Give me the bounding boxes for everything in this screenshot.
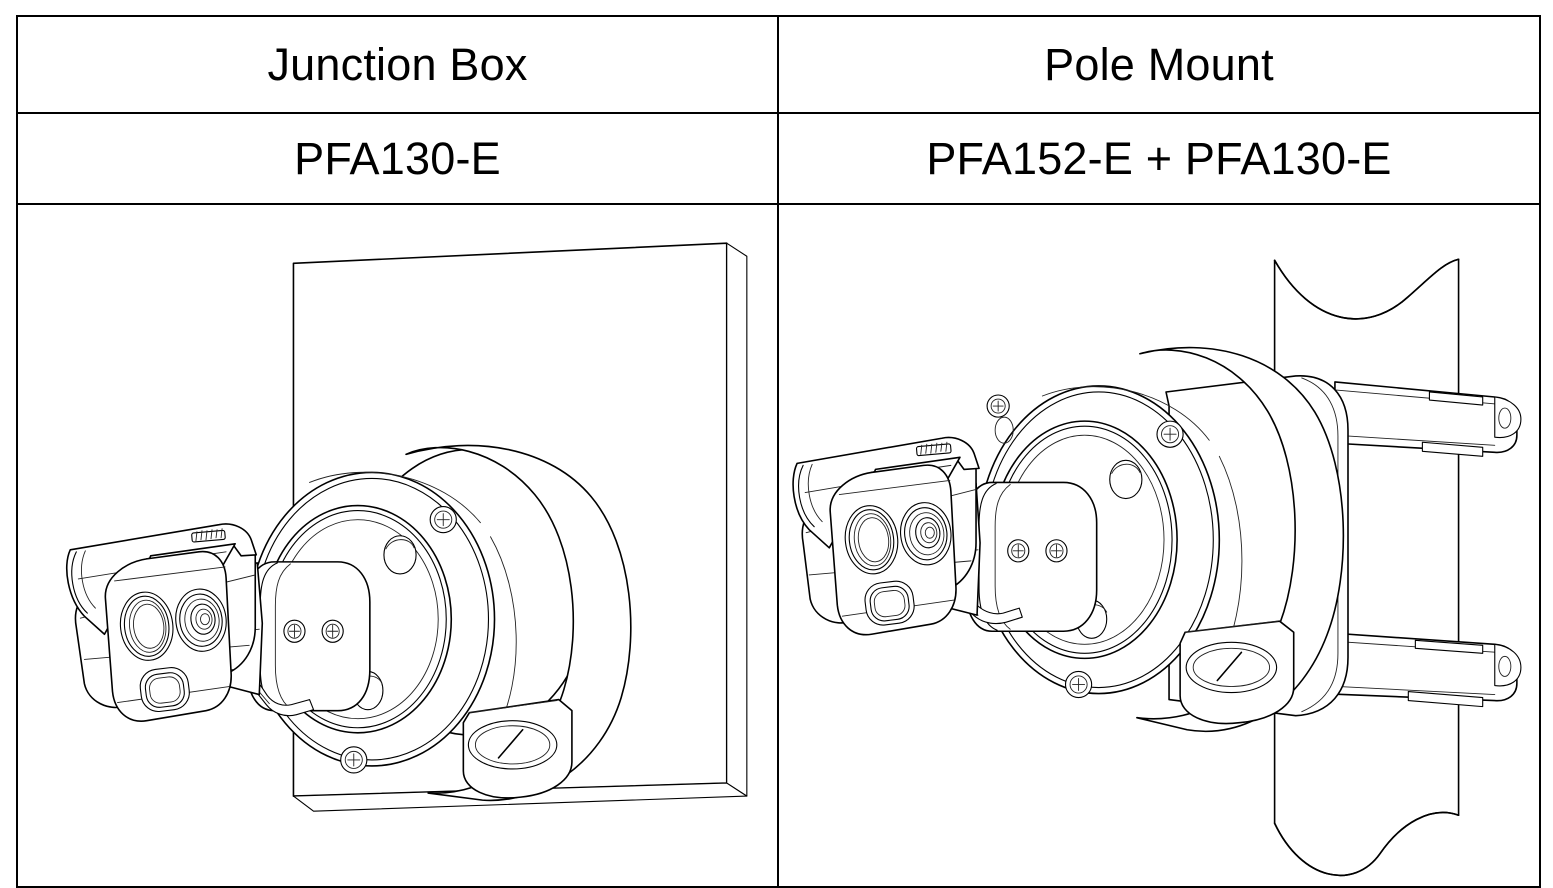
column-header-pole-mount: Pole Mount <box>777 15 1541 114</box>
figure-junction-box <box>18 205 777 886</box>
screw-top <box>430 507 456 533</box>
mounting-bracket <box>247 562 370 716</box>
mounting-accessories-table: Junction Box Pole Mount PFA130-E PFA152-… <box>16 15 1541 888</box>
column-header-junction-box: Junction Box <box>16 15 779 114</box>
screw-bottom <box>341 747 367 773</box>
ir-illuminator <box>138 666 191 714</box>
cable-gland <box>1180 621 1294 723</box>
knockout-holes <box>995 417 1142 638</box>
table-row-figures <box>16 203 1541 888</box>
figure-cell-junction-box <box>16 203 779 888</box>
hood-adjust-screw <box>916 442 951 456</box>
bracket-screw-left <box>284 620 305 642</box>
junction-box-screws <box>341 507 457 773</box>
thermal-lens <box>117 589 177 663</box>
thermal-lens <box>841 503 901 577</box>
mounting-bracket <box>954 482 1097 631</box>
model-code-pole-mount: PFA152-E + PFA130-E <box>777 112 1541 205</box>
junction-box-illustration <box>18 205 777 886</box>
screw-left <box>987 395 1009 417</box>
pole-mount-illustration <box>779 205 1539 886</box>
bracket-screw-right <box>1046 540 1067 562</box>
screw-bottom <box>1066 671 1092 697</box>
bracket-screw-right <box>322 620 343 642</box>
table-row-headers: Junction Box Pole Mount <box>16 15 1541 114</box>
junction-box-screws <box>987 395 1183 698</box>
ir-illuminator <box>863 579 916 627</box>
hood-adjust-screw <box>192 529 226 542</box>
bracket-screw-left <box>1008 540 1029 562</box>
cable-gland <box>463 700 572 798</box>
figure-pole-mount <box>779 205 1539 886</box>
model-code-junction-box: PFA130-E <box>16 112 779 205</box>
band-clamp-upper <box>1335 382 1521 456</box>
band-clamp-lower <box>1320 632 1521 706</box>
screw-top <box>1157 421 1183 447</box>
table-row-models: PFA130-E PFA152-E + PFA130-E <box>16 112 1541 205</box>
optical-lens <box>172 586 229 654</box>
figure-cell-pole-mount <box>777 203 1541 888</box>
optical-lens <box>897 500 954 568</box>
